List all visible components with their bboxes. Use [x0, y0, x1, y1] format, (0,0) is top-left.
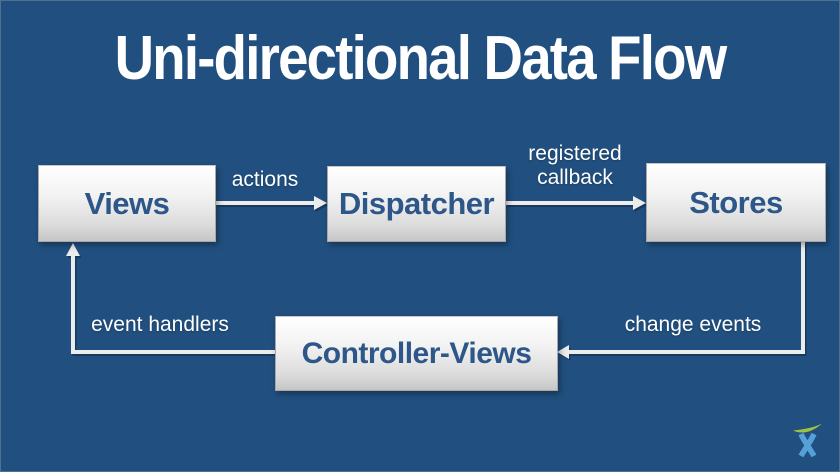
arrowhead-dispatcher-to-stores — [633, 196, 646, 210]
edge-label-event-handlers: event handlers — [91, 313, 229, 336]
node-views: Views — [38, 165, 216, 242]
atlassian-logo — [793, 423, 822, 457]
edge-label-change-events: change events — [624, 313, 762, 336]
edge-label-actions: actions — [231, 168, 299, 191]
arrow-controller-views-to-views — [71, 256, 275, 354]
arrowhead-controller-views-to-views — [66, 243, 80, 256]
arrowhead-views-to-dispatcher — [314, 196, 327, 210]
slide-title: Uni-directional Data Flow — [114, 24, 728, 93]
atlassian-logo-arc — [793, 423, 822, 433]
node-controller-views: Controller-Views — [275, 316, 558, 391]
node-stores: Stores — [646, 163, 826, 242]
node-dispatcher: Dispatcher — [327, 166, 506, 242]
arrowhead-stores-to-controller-views — [557, 345, 569, 359]
atlassian-logo-figure-stroke-right — [798, 432, 817, 457]
edge-label-registered-callback: registered callback — [528, 142, 622, 189]
